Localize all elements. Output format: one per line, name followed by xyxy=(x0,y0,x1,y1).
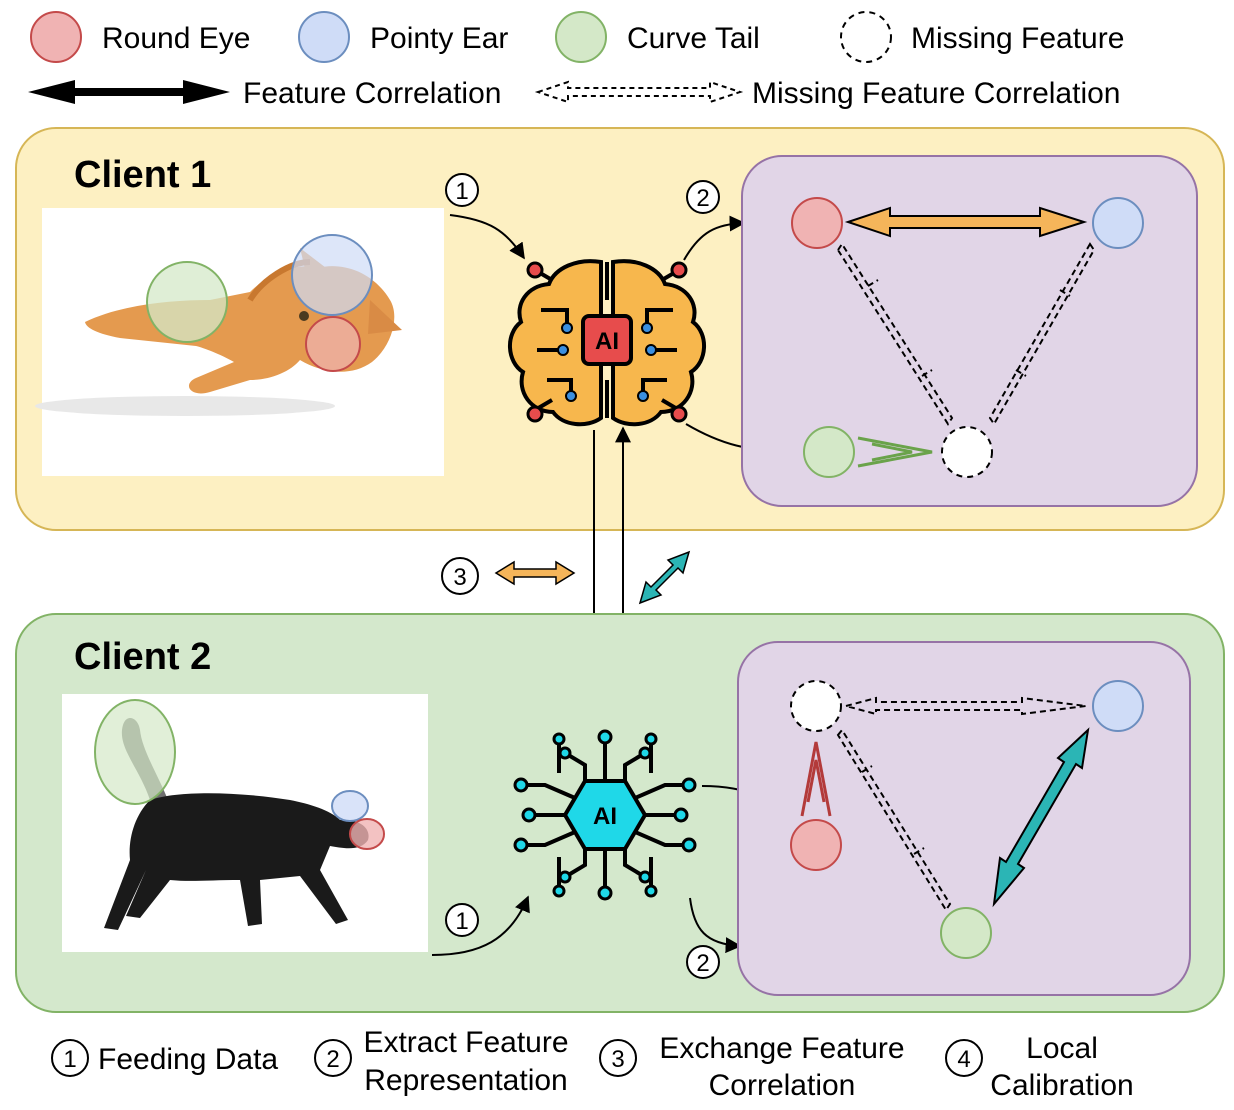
client-1: Client 1 AI xyxy=(15,127,1225,531)
feature-correlation-arrow xyxy=(28,80,230,104)
step-3-number: 3 xyxy=(453,564,466,591)
caption-step-3-number: 3 xyxy=(611,1046,624,1073)
curve-tail-swatch xyxy=(555,11,607,63)
client-2-feed-arrow xyxy=(431,895,530,956)
client-2-extract-arrow xyxy=(689,897,742,954)
client-2-ai-label: AI xyxy=(593,803,617,830)
client-2: Client 2 AI xyxy=(15,613,1225,1013)
client-2-ear-tail-correlation xyxy=(992,727,1090,908)
caption-calibration: Calibration xyxy=(990,1069,1133,1102)
caption-step-2-number: 2 xyxy=(326,1046,339,1073)
client-2-calibration-chevron xyxy=(800,741,832,817)
legend-feature-correlation: Feature Correlation xyxy=(243,77,501,110)
caption-extract-feature: Extract Feature xyxy=(363,1026,568,1059)
client-1-missing-correlation-eye xyxy=(836,242,954,426)
client-1-node-curve-tail xyxy=(803,426,855,478)
client-1-missing-correlation-ear xyxy=(988,242,1096,426)
caption-local: Local xyxy=(1026,1032,1098,1065)
missing-correlation-arrow xyxy=(534,80,744,104)
client-2-node-curve-tail xyxy=(940,907,992,959)
client-1-step-1-number: 1 xyxy=(455,178,468,205)
round-eye-swatch xyxy=(30,11,82,63)
client-1-image-curve-tail xyxy=(146,261,228,343)
client-2-image-curve-tail xyxy=(94,699,176,805)
pointy-ear-swatch xyxy=(298,11,350,63)
client-2-node-pointy-ear xyxy=(1092,680,1144,732)
client-2-step-1-number: 1 xyxy=(455,908,468,935)
client-2-image-pointy-ear xyxy=(331,790,369,822)
caption-step-2-badge xyxy=(314,1039,352,1077)
client-2-feature-panel xyxy=(737,641,1191,996)
caption-step-1-number: 1 xyxy=(63,1046,76,1073)
client-1-image-pointy-ear xyxy=(291,234,373,316)
client-1-step-2-number: 2 xyxy=(696,185,709,212)
client-2-missing-correlation-ear xyxy=(842,696,1087,716)
caption-step-4-badge xyxy=(945,1039,983,1077)
client-1-calibration-chevron xyxy=(857,436,933,468)
client-1-cat-image xyxy=(35,208,444,476)
missing-feature-swatch xyxy=(840,11,892,63)
circuit-ai-icon: AI xyxy=(513,729,697,901)
legend-missing-feature-correlation: Missing Feature Correlation xyxy=(752,77,1120,110)
step-captions: 1 Feeding Data 2 Extract Feature Represe… xyxy=(51,1026,1134,1102)
client-2-step-2-badge xyxy=(686,945,720,979)
caption-feeding-data: Feeding Data xyxy=(98,1043,278,1076)
client-1-feature-panel xyxy=(741,155,1198,507)
client-1-extract-arrow xyxy=(683,215,746,261)
client-1-step-2-badge xyxy=(686,180,720,214)
client-1-node-round-eye xyxy=(791,197,843,249)
exchange-area: 3 xyxy=(441,426,691,718)
client-1-eye-ear-correlation xyxy=(844,206,1088,238)
client-1-node-pointy-ear xyxy=(1092,197,1144,249)
legend-missing-feature: Missing Feature xyxy=(911,22,1124,55)
step-3-badge xyxy=(441,557,479,595)
caption-representation: Representation xyxy=(364,1064,567,1097)
client-2-node-missing xyxy=(790,680,842,732)
client-2-node-round-eye xyxy=(790,819,842,871)
legend-pointy-ear: Pointy Ear xyxy=(370,22,508,55)
exchange-teal-arrow xyxy=(638,550,691,605)
caption-step-1-badge xyxy=(51,1039,89,1077)
legend-round-eye: Round Eye xyxy=(102,22,250,55)
caption-step-3-badge xyxy=(599,1039,637,1077)
client-2-image-round-eye xyxy=(349,818,385,850)
legend: Round Eye Pointy Ear Curve Tail Missing … xyxy=(28,11,1124,110)
client-1-feed-arrow xyxy=(449,214,525,260)
exchange-orange-arrow xyxy=(494,560,576,586)
client-1-image-round-eye xyxy=(305,316,361,372)
client-1-node-missing xyxy=(941,426,993,478)
client-2-missing-correlation-tail xyxy=(836,728,952,912)
caption-step-4-number: 4 xyxy=(957,1046,970,1073)
caption-correlation: Correlation xyxy=(709,1069,856,1102)
client-1-ai-label: AI xyxy=(595,328,619,355)
caption-exchange-feature: Exchange Feature xyxy=(659,1032,904,1065)
legend-curve-tail: Curve Tail xyxy=(627,22,760,55)
brain-ai-icon: AI xyxy=(507,259,707,427)
client-1-step-1-badge xyxy=(445,173,479,207)
client-2-step-1-badge xyxy=(445,903,479,937)
client-2-title: Client 2 xyxy=(74,636,211,678)
client-2-step-2-number: 2 xyxy=(696,950,709,977)
client-1-title: Client 1 xyxy=(74,154,211,196)
